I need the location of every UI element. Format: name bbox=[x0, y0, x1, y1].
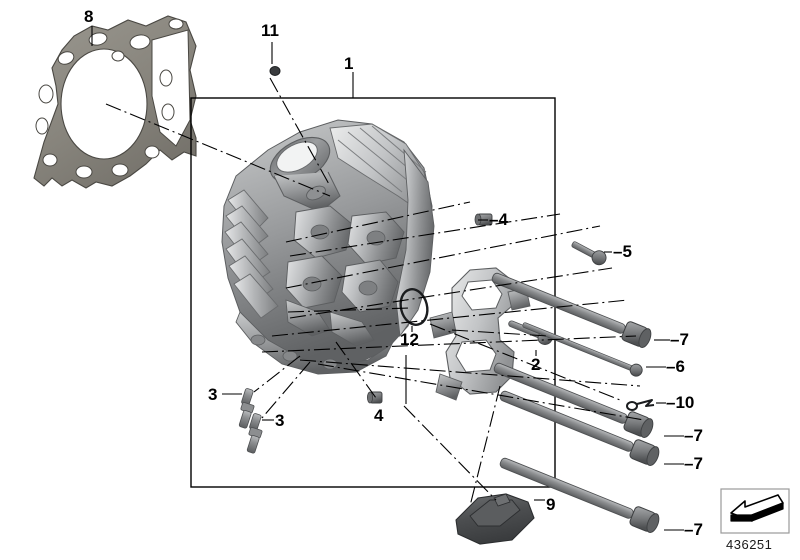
callout-8-cylinder-head-gasket: 8 bbox=[84, 7, 94, 26]
part-3-studs bbox=[238, 388, 263, 454]
axis-bearing-bolt bbox=[451, 329, 549, 337]
axis-11-to-head bbox=[269, 77, 331, 187]
axis-valve-c bbox=[285, 225, 601, 289]
bracket-top-face bbox=[469, 499, 521, 527]
part-7-cylinder-head-bolts bbox=[491, 272, 660, 534]
axis-clip bbox=[429, 323, 621, 401]
part-8-cylinder-head-gasket bbox=[33, 15, 197, 189]
part-10-retaining-clip bbox=[626, 399, 655, 411]
axis-bolt-a bbox=[271, 299, 629, 337]
bearing-bore-lower bbox=[455, 339, 497, 373]
axis-bolt-b bbox=[261, 335, 637, 353]
part-9-retaining-bracket bbox=[455, 493, 535, 545]
gasket-main-bore bbox=[60, 48, 148, 160]
callout-1-cylinder-head-assembly: 1 bbox=[344, 54, 354, 73]
callout-7-stud-bolt-3: –7 bbox=[684, 454, 703, 473]
callout-6-bolt: –6 bbox=[666, 357, 685, 376]
axis-bolt-c bbox=[299, 359, 641, 387]
bracket-tab bbox=[493, 493, 511, 507]
assembly-boundary-box bbox=[190, 97, 556, 488]
head-intake-port bbox=[269, 136, 341, 213]
axis-bracket-a bbox=[403, 405, 497, 501]
axis-stud-1 bbox=[253, 355, 301, 393]
axis-gasket-to-head bbox=[105, 103, 331, 197]
cylinder-head-bolt-2 bbox=[493, 362, 654, 439]
leader-lines bbox=[91, 26, 684, 531]
cylinder-head-bolt-1 bbox=[491, 272, 652, 349]
callout-10-clip: –10 bbox=[666, 393, 695, 412]
sealing-plug-lower bbox=[366, 391, 383, 404]
stud-2 bbox=[246, 413, 263, 454]
axis-valve-a bbox=[285, 201, 471, 243]
callout-4-plug-upper: –4 bbox=[489, 210, 508, 229]
stud-1 bbox=[238, 388, 255, 429]
callout-2-bearing-bridge-bolt: 2 bbox=[531, 355, 541, 374]
gasket-window bbox=[151, 29, 191, 147]
part-11-dowel-pin bbox=[269, 66, 281, 76]
cylinder-head-bolt-4 bbox=[499, 457, 660, 534]
callout-7-stud-bolt-4: –7 bbox=[684, 520, 703, 539]
drawing-part-number: 436251 bbox=[726, 537, 773, 552]
axis-bracket-b bbox=[469, 385, 501, 507]
callout-5-screw: –5 bbox=[613, 242, 632, 261]
part-12-o-ring bbox=[399, 288, 429, 326]
axis-stud-2 bbox=[261, 361, 311, 419]
viewing-direction-arrow-shadow bbox=[730, 502, 784, 522]
callout-12-o-ring: 12 bbox=[400, 330, 419, 349]
head-cooling-fins bbox=[224, 189, 279, 319]
callout-3-stud-1: 3 bbox=[208, 385, 218, 404]
callout-11-dowel-pin: 11 bbox=[261, 21, 279, 40]
callout-7-stud-bolt-2: –7 bbox=[684, 426, 703, 445]
part-5-fillister-head-screw bbox=[571, 241, 607, 266]
part-6-hex-bolt bbox=[522, 322, 643, 377]
axis-plug-lower bbox=[335, 341, 377, 399]
axis-bolt-d bbox=[317, 363, 645, 421]
callout-3-stud-2: 3 bbox=[275, 411, 285, 430]
axis-valve-b bbox=[289, 213, 561, 257]
view-direction-box bbox=[720, 488, 790, 534]
axis-o-ring bbox=[287, 307, 411, 313]
callout-9-bracket: 9 bbox=[546, 495, 556, 514]
callout-7-stud-bolt-1: –7 bbox=[670, 330, 689, 349]
assembly-centre-lines bbox=[105, 77, 645, 507]
callout-4-plug-lower: 4 bbox=[374, 406, 384, 425]
cylinder-head-bolt-3 bbox=[499, 390, 660, 467]
gasket-bolt-holes bbox=[35, 18, 184, 179]
